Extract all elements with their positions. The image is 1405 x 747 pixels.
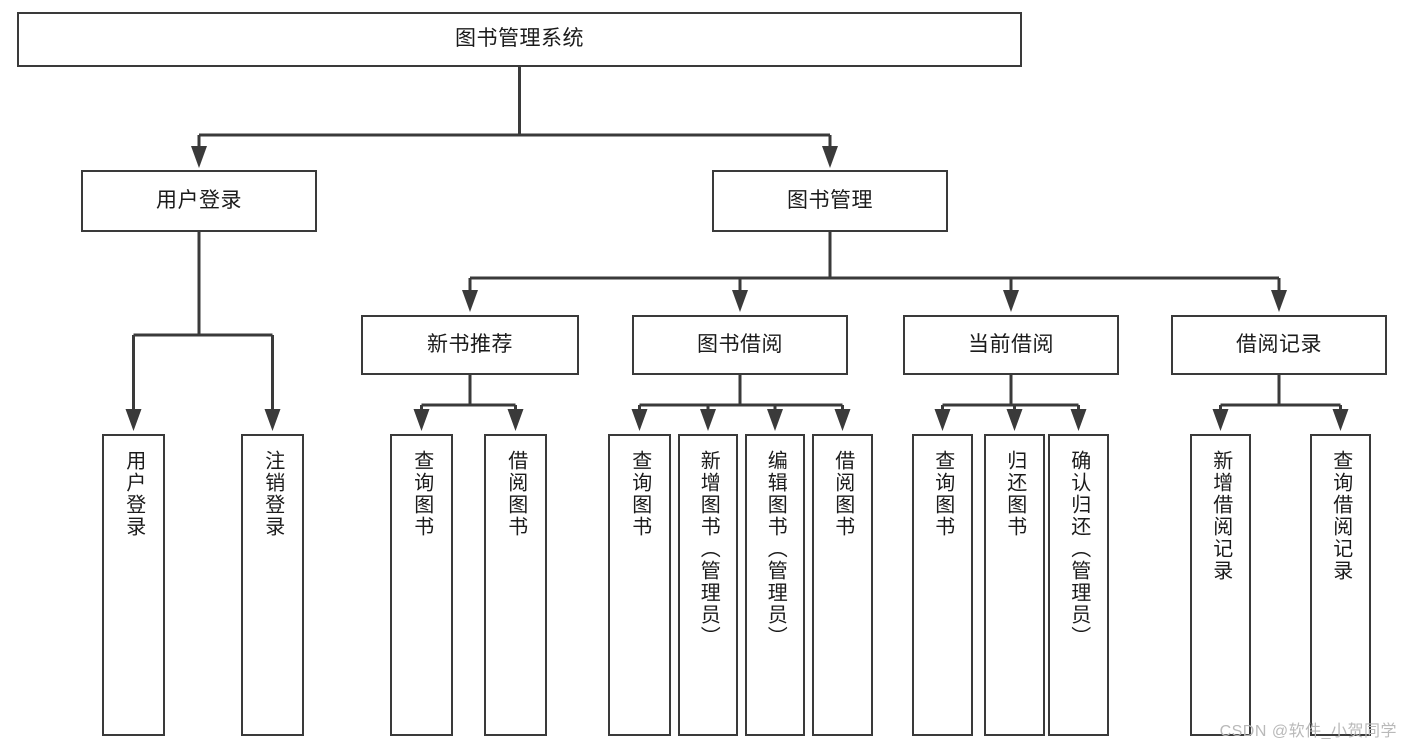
node-label: 注销登录 bbox=[261, 450, 284, 538]
node-f3[interactable]: 查询图书 bbox=[390, 434, 453, 736]
node-l2a[interactable]: 用户登录 bbox=[81, 170, 317, 232]
node-f11[interactable]: 确认归还（管理员） bbox=[1048, 434, 1109, 736]
node-f4[interactable]: 借阅图书 bbox=[484, 434, 547, 736]
node-root[interactable]: 图书管理系统 bbox=[17, 12, 1022, 67]
node-label: 新增图书（管理员） bbox=[697, 450, 720, 648]
watermark-text: CSDN @软件_小贺同学 bbox=[1219, 723, 1397, 740]
node-f2[interactable]: 注销登录 bbox=[241, 434, 304, 736]
node-l3a[interactable]: 新书推荐 bbox=[361, 315, 579, 375]
node-l3d[interactable]: 借阅记录 bbox=[1171, 315, 1387, 375]
node-label: 查询借阅记录 bbox=[1329, 450, 1352, 582]
node-f13[interactable]: 查询借阅记录 bbox=[1310, 434, 1371, 736]
node-f8[interactable]: 借阅图书 bbox=[812, 434, 873, 736]
node-label: 图书借阅 bbox=[697, 332, 783, 356]
node-label: 借阅记录 bbox=[1236, 332, 1322, 356]
node-label: 查询图书 bbox=[410, 450, 433, 538]
node-label: 图书管理 bbox=[787, 188, 873, 212]
node-l2b[interactable]: 图书管理 bbox=[712, 170, 948, 232]
node-label: 用户登录 bbox=[122, 450, 145, 538]
node-label: 新书推荐 bbox=[427, 332, 513, 356]
node-label: 图书管理系统 bbox=[455, 27, 584, 51]
node-label: 查询图书 bbox=[931, 450, 954, 538]
node-f5[interactable]: 查询图书 bbox=[608, 434, 671, 736]
node-label: 查询图书 bbox=[628, 450, 651, 538]
node-label: 借阅图书 bbox=[504, 450, 527, 538]
node-f7[interactable]: 编辑图书（管理员） bbox=[745, 434, 805, 736]
node-f9[interactable]: 查询图书 bbox=[912, 434, 973, 736]
node-label: 用户登录 bbox=[156, 188, 242, 212]
node-f1[interactable]: 用户登录 bbox=[102, 434, 165, 736]
node-l3c[interactable]: 当前借阅 bbox=[903, 315, 1119, 375]
node-f10[interactable]: 归还图书 bbox=[984, 434, 1045, 736]
node-label: 新增借阅记录 bbox=[1209, 450, 1232, 582]
node-f12[interactable]: 新增借阅记录 bbox=[1190, 434, 1251, 736]
node-label: 归还图书 bbox=[1003, 450, 1026, 538]
node-label: 当前借阅 bbox=[968, 332, 1054, 356]
node-label: 编辑图书（管理员） bbox=[764, 450, 787, 648]
node-f6[interactable]: 新增图书（管理员） bbox=[678, 434, 738, 736]
node-l3b[interactable]: 图书借阅 bbox=[632, 315, 848, 375]
node-label: 确认归还（管理员） bbox=[1067, 450, 1090, 648]
node-label: 借阅图书 bbox=[831, 450, 854, 538]
